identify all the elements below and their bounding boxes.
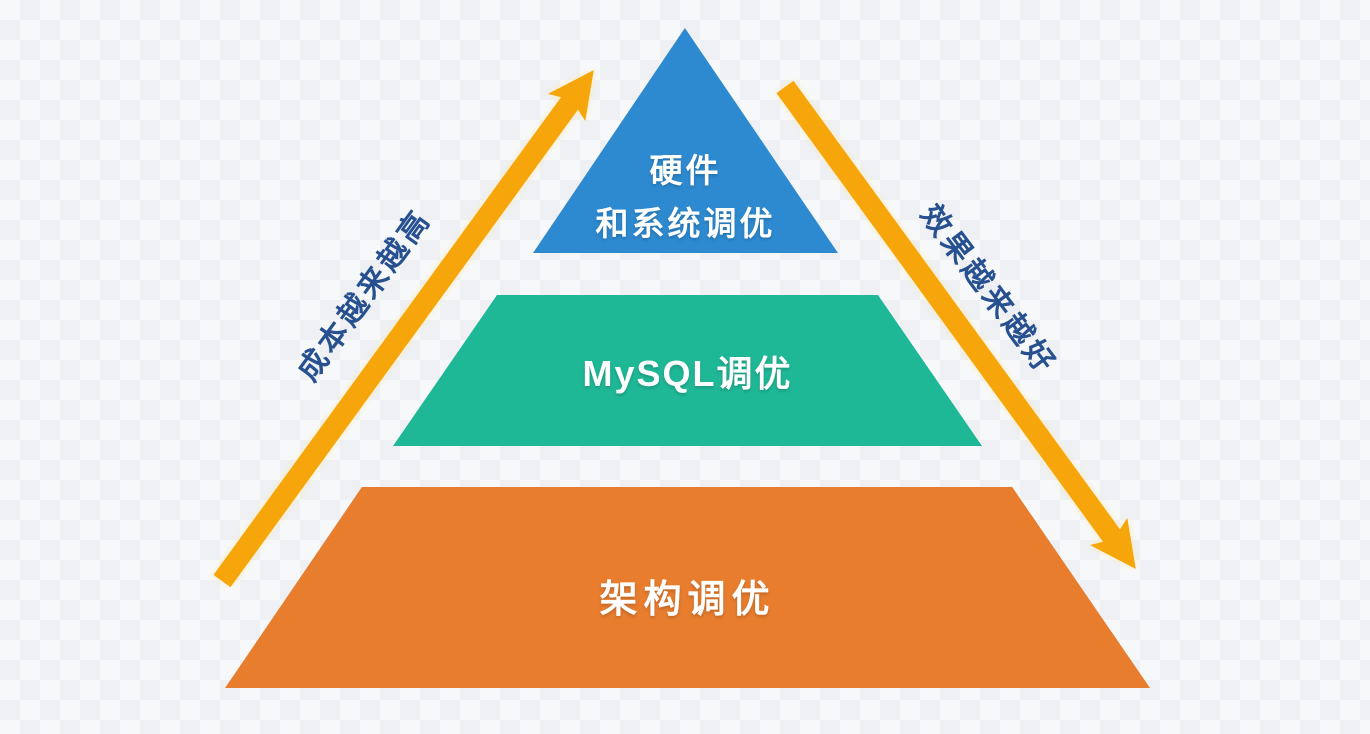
level-top-label-line1: 硬件 — [649, 152, 722, 190]
arrow-up-icon — [213, 70, 594, 588]
level-top-label-line2: 和系统调优 — [595, 205, 776, 243]
pyramid-level-middle: MySQL调优 — [393, 295, 982, 446]
arrow-down-icon — [776, 80, 1136, 569]
level-middle-label: MySQL调优 — [582, 352, 793, 394]
level-bottom-label: 架构调优 — [599, 579, 776, 621]
pyramid-level-bottom: 架构调优 — [225, 487, 1150, 688]
